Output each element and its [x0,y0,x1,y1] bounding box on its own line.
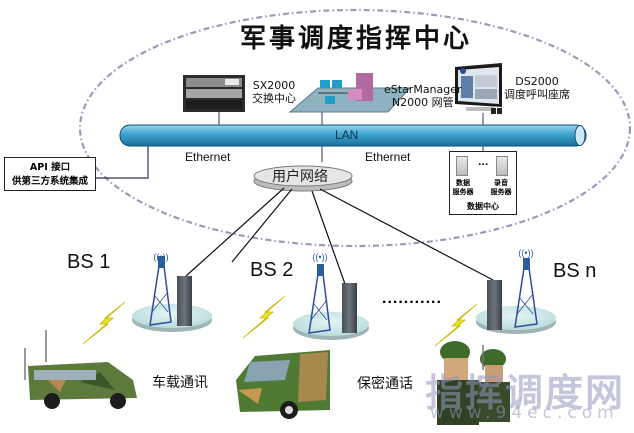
ds2000-label: DS2000 调度呼叫座席 [504,75,570,101]
link-bs2-a [231,188,293,263]
ds2000-model: DS2000 [515,75,559,88]
data-server-label: 数据 服务器 [450,179,476,197]
user-network-disc [253,165,353,192]
military-truck-image [236,350,330,419]
sx2000-label: SX2000 交换中心 [252,79,296,105]
ethernet-left-label: Ethernet [185,150,231,164]
svg-text:((•)): ((•)) [518,248,533,258]
ds2000-desc: 调度呼叫座席 [504,88,570,101]
lan-label: LAN [335,128,359,142]
more-stations-dots: ........... [382,290,442,307]
user-network-label: 用户网络 [272,169,328,185]
estar-desc: N2000 网管 [391,96,454,109]
connector-api [96,146,149,179]
datacenter-title: 数据中心 [467,202,499,211]
bsn-label: BS n [553,260,597,282]
soldiers-image [437,341,510,425]
bs1-site: ((•)) [132,252,212,332]
svg-text:((•)): ((•)) [153,252,168,262]
lan-pipe [119,124,587,147]
sx2000-model: SX2000 [252,79,296,92]
sx2000-switch-icon [183,75,245,112]
watermark-url: www.94ec.com [430,403,619,423]
estar-name: eStarManager [384,83,462,96]
record-server-label: 录音 服务器 [488,179,514,197]
api-title: API 接口 [29,162,71,173]
link-bs1 [185,187,285,277]
diagram-title: 军事调度指挥中心 [240,24,473,54]
vehicle-comm-caption: 车载通讯 [152,375,208,391]
record-server-icon [496,156,508,176]
link-bsn [319,188,494,281]
data-server-line2: 服务器 [452,188,474,196]
bs1-label: BS 1 [67,251,111,273]
api-interface-box: API 接口 供第三方系统集成 [4,157,96,191]
data-server-line1: 数据 [456,179,470,187]
secure-call-caption: 保密通话 [357,376,413,392]
estar-label: eStarManager N2000 网管 [384,83,462,109]
link-bs2-b [311,190,346,285]
datacenter-ellipsis: ... [478,158,489,168]
bs2-site: ((•)) [293,252,369,340]
record-server-line1: 录音 [494,179,508,187]
bs2-label: BS 2 [250,259,294,281]
bsn-site: ((•)) [476,248,556,334]
lightning-icon-3 [434,303,478,347]
command-center-boundary [78,8,632,248]
sx2000-desc: 交换中心 [252,92,296,105]
lightning-icon-1 [82,301,126,345]
record-server-line2: 服务器 [490,188,512,196]
ds2000-console-icon [455,63,502,114]
api-desc: 供第三方系统集成 [11,176,88,187]
ethernet-right-label: Ethernet [365,150,411,164]
lightning-icon-2 [242,295,286,339]
data-server-icon [456,156,468,176]
military-van-image [24,330,137,409]
datacenter-box: ... 数据 服务器 录音 服务器 数据中心 [449,151,517,215]
network-management-icon [288,73,412,113]
svg-text:((•)): ((•)) [312,252,327,262]
watermark-text: 指挥调度网 [425,371,626,415]
